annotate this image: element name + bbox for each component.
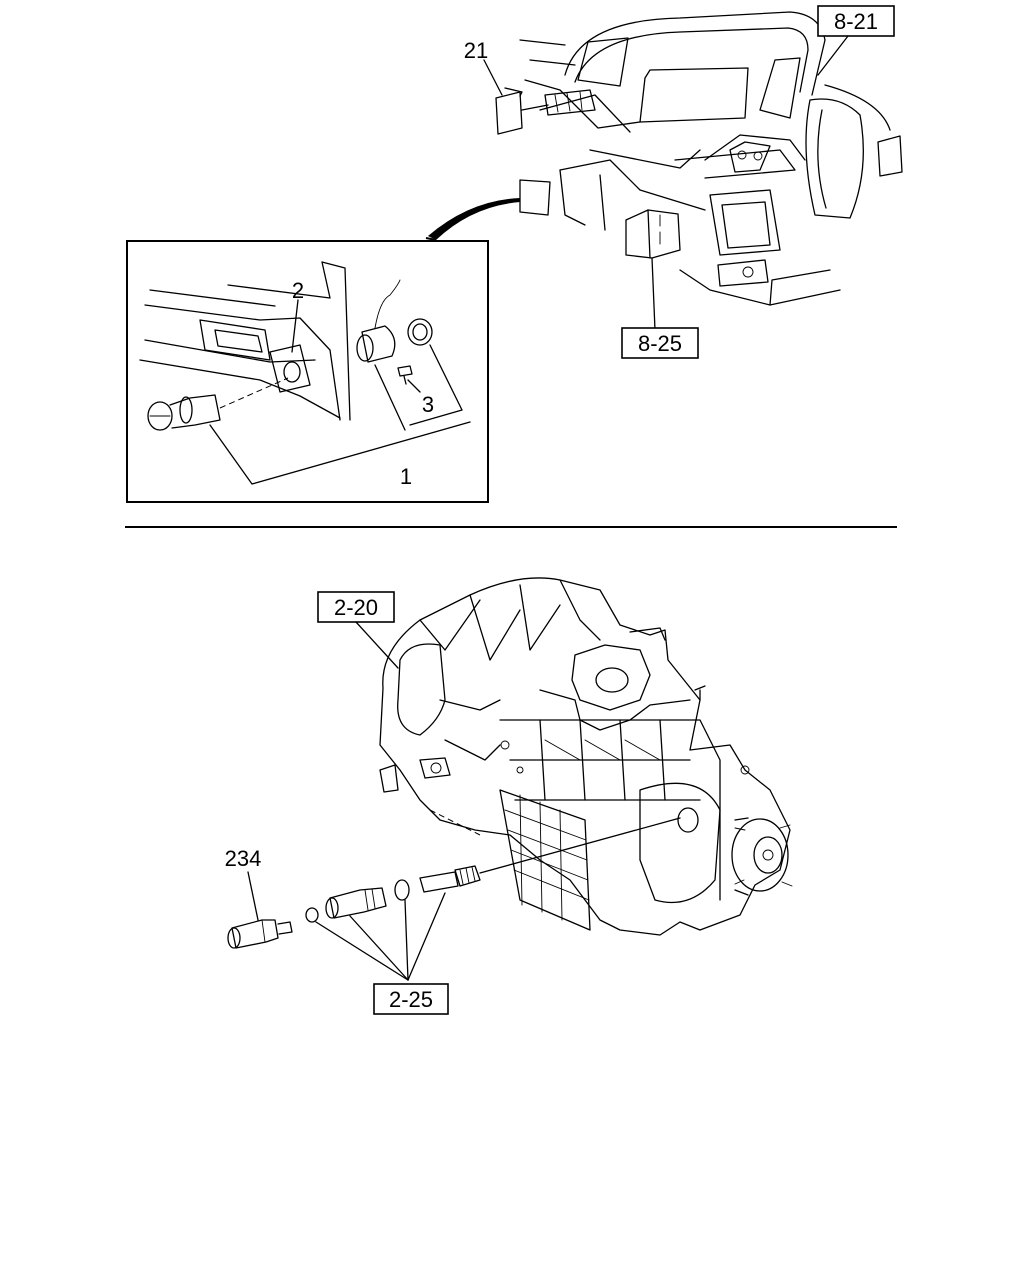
part-2-label: 2 xyxy=(292,278,304,303)
part-234-label: 234 xyxy=(225,846,262,871)
part-21-label: 21 xyxy=(464,38,488,63)
callout-2-25: 2-25 xyxy=(315,892,449,1015)
callout-2-25-label: 2-25 xyxy=(389,987,433,1012)
instrument-panel-drawing xyxy=(425,11,903,331)
callout-8-25-label: 8-25 xyxy=(638,331,682,356)
transmission-drawing xyxy=(379,577,793,936)
callout-2-20: 2-20 xyxy=(317,591,399,669)
sensor-assembly xyxy=(227,817,681,949)
leader-234 xyxy=(247,871,259,921)
callout-2-20-label: 2-20 xyxy=(334,595,378,620)
leader-21 xyxy=(483,59,503,96)
callout-8-21-label: 8-21 xyxy=(834,9,878,34)
callout-8-25: 8-25 xyxy=(621,327,699,359)
part-1-label: 1 xyxy=(400,464,412,489)
part-3-label: 3 xyxy=(422,392,434,417)
callout-8-21: 8-21 xyxy=(817,5,895,76)
detail-inset xyxy=(126,240,489,503)
